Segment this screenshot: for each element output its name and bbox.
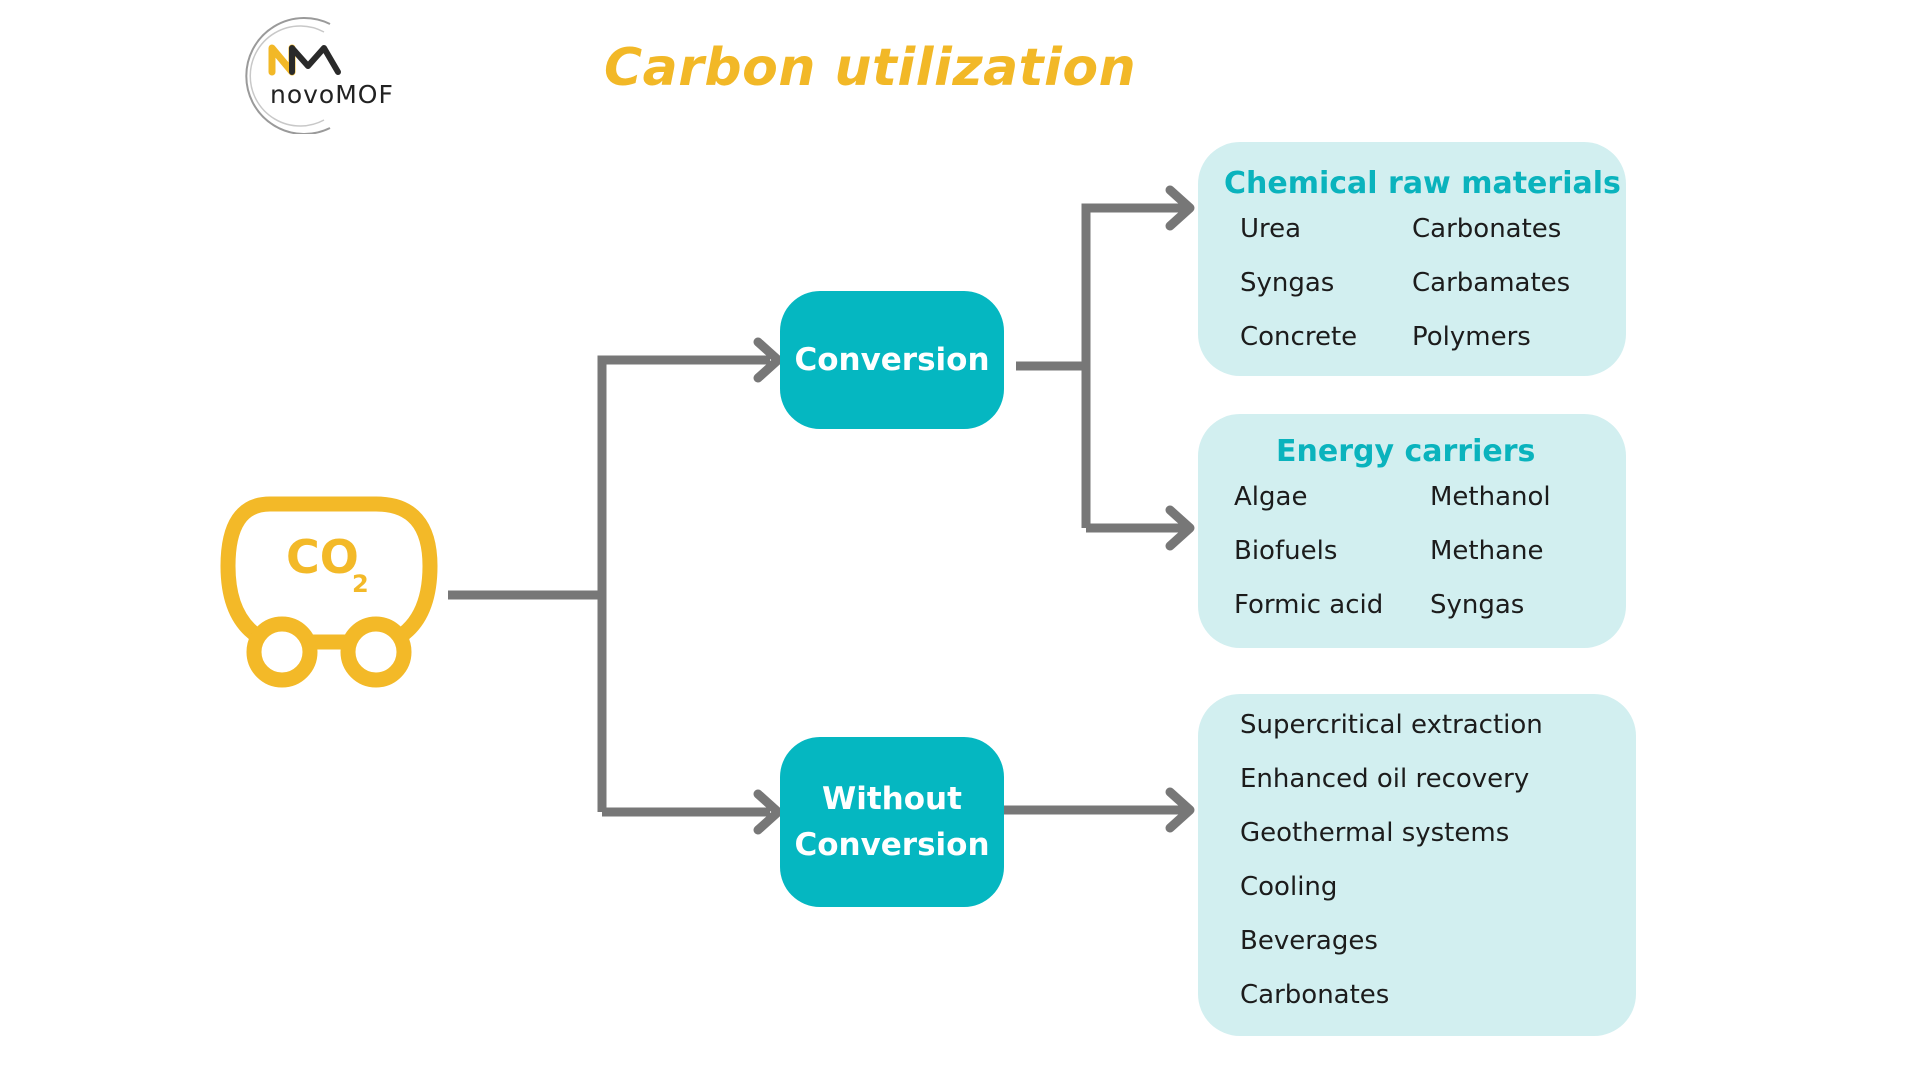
energy-item: Algae: [1234, 482, 1308, 512]
without-conversion-box: Supercritical extraction Enhanced oil re…: [1198, 694, 1636, 1036]
novomof-wave-logo-icon: [245, 17, 341, 134]
without-conversion-node: Without Conversion: [780, 737, 1004, 907]
arrowhead-chemical: [1165, 185, 1195, 231]
energy-item: Methanol: [1430, 482, 1551, 512]
energy-item: Methane: [1430, 536, 1544, 566]
chemical-item: Urea: [1240, 214, 1302, 244]
arrowhead-energy: [1165, 505, 1195, 551]
without-item: Cooling: [1240, 872, 1338, 902]
chemical-item: Concrete: [1240, 322, 1358, 352]
without-conversion-label-line2: Conversion: [794, 827, 990, 863]
co2-subscript: 2: [352, 570, 369, 598]
logo-text: novoMOF: [270, 80, 394, 109]
arrowhead-without-box: [1165, 787, 1195, 833]
without-item: Enhanced oil recovery: [1240, 764, 1530, 794]
co2-label: CO: [286, 530, 359, 584]
without-item: Beverages: [1240, 926, 1378, 956]
co2-tank-cart-icon: [220, 496, 438, 688]
page-title: Carbon utilization: [604, 38, 1137, 98]
energy-carriers-box: Energy carriers Algae Biofuels Formic ac…: [1198, 414, 1626, 648]
energy-item: Biofuels: [1234, 536, 1338, 566]
energy-item: Syngas: [1430, 590, 1525, 620]
chemical-raw-materials-box: Chemical raw materials Urea Syngas Concr…: [1198, 142, 1626, 376]
chemical-item: Carbamates: [1412, 268, 1571, 298]
chemical-item: Carbonates: [1412, 214, 1562, 244]
energy-carriers-title: Energy carriers: [1276, 434, 1536, 469]
without-conversion-label-line1: Without: [822, 781, 962, 817]
connector-conversion-branch: [1081, 203, 1186, 528]
co2-source: CO 2: [216, 494, 442, 698]
energy-item: Formic acid: [1234, 590, 1384, 620]
chemical-item: Polymers: [1412, 322, 1531, 352]
arrowhead-conversion: [753, 337, 783, 383]
chemical-raw-materials-title: Chemical raw materials: [1224, 166, 1621, 201]
without-item: Carbonates: [1240, 980, 1390, 1010]
arrowhead-without: [753, 789, 783, 835]
chemical-item: Syngas: [1240, 268, 1335, 298]
novomof-logo: novoMOF: [234, 14, 434, 134]
conversion-node: Conversion: [780, 291, 1004, 429]
conversion-label: Conversion: [794, 342, 990, 378]
without-item: Geothermal systems: [1240, 818, 1510, 848]
without-item: Supercritical extraction: [1240, 710, 1543, 740]
connector-split: [597, 355, 770, 812]
